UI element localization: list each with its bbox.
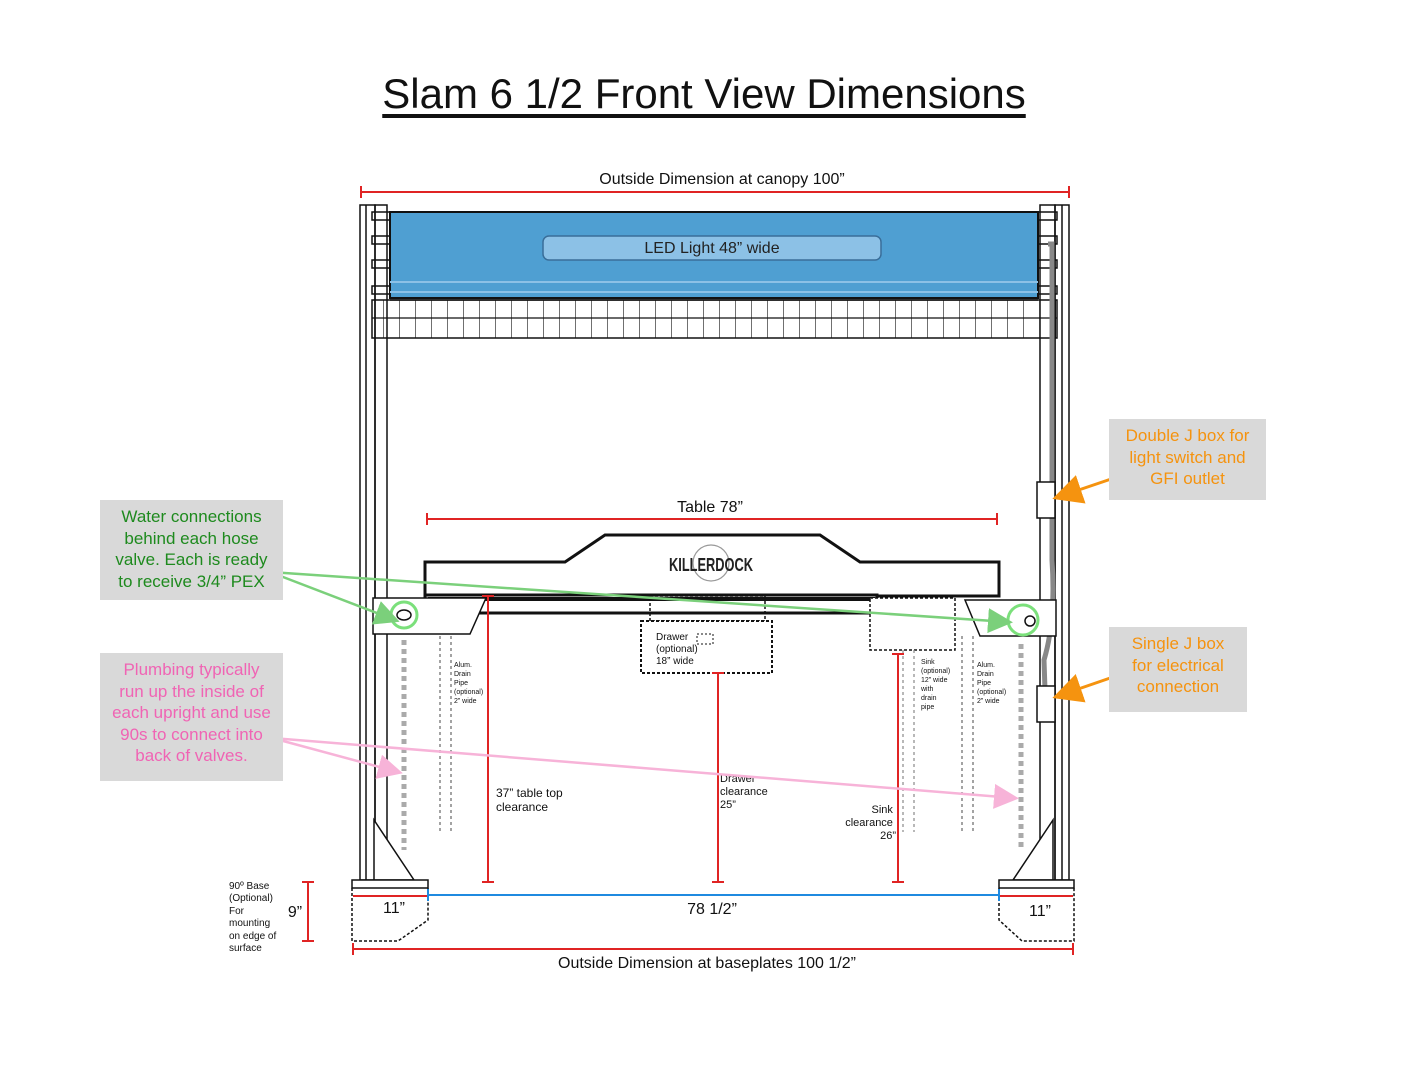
double-j-box [1036,481,1056,519]
sink-clearance-label-2: clearance [845,817,893,829]
svg-text:37” table top clearanc: 37” table top clearance [496,786,566,814]
water-line-1: Water connections [121,507,262,526]
water-connections-callout: Water connections behind each hose valve… [100,500,283,600]
table-clearance: 37” table top clearance [482,595,566,883]
base-note-3: For [229,906,245,917]
base-note-5: on edge of [229,931,276,942]
single-jbox-line-2: for electrical [1132,655,1224,675]
right-baseplate: 11” [998,879,1075,942]
left-valve-bracket [372,597,488,635]
double-jbox-line-1: Double J box for [1125,426,1250,445]
single-jbox-line-3: connection [1136,677,1220,696]
double-jbox-line-3: GFI outlet [1150,469,1225,488]
baseplate-dimension-label: Outside Dimension at baseplates 100 1/2” [558,955,856,972]
plumbing-callout: Plumbing typically run up the inside of … [100,653,283,781]
sink: Sink (optional) 12” wide with drain pipe [869,597,956,832]
right-drain-label-2: Drain [977,671,994,678]
double-j-box-callout: Double J box for light switch and GFI ou… [1109,419,1266,500]
sink-label-3: 12” wide [921,677,948,684]
svg-text:Drawer (optional): Drawer (optional) 18” wide [656,632,700,667]
svg-text:Alum. Drain Pi: Alum. Drain Pipe (optional) 2” wide [454,662,485,705]
sink-label-2: (optional) [921,668,950,675]
right-drain-label-5: 2” wide [977,698,1000,705]
drawer-clearance-label-3: 25” [720,799,736,811]
left-drain-label-1: Alum. [454,662,472,669]
left-drain-label-4: (optional) [454,689,483,696]
brand-logo-mark [692,544,730,582]
left-gusset [373,817,416,881]
left-drain-label-3: Pipe [454,680,468,687]
right-drain-label-4: (optional) [977,689,1006,696]
canopy-dimension: Outside Dimension at canopy 100” [360,171,1070,198]
plumbing-line-5: back of valves. [135,746,248,765]
plumbing-line-3: each upright and use [112,703,271,722]
single-j-box-callout: Single J box for electrical connection [1109,627,1247,712]
water-line-4: to receive 3/4” PEX [118,571,265,591]
baseplate-dimension: Outside Dimension at baseplates 100 1/2” [352,943,1074,972]
table-clearance-label-1: 37” table top [496,786,563,800]
drawer-clearance-label-2: clearance [720,786,768,798]
single-j-box [1036,685,1056,723]
brand-logo: KILLERDOCK [669,555,753,575]
right-drain-label-1: Alum. [977,662,995,669]
svg-text:Alum. Drain Pi: Alum. Drain Pipe (optional) 2” wide [977,662,1008,705]
table-clearance-label-2: clearance [496,800,548,814]
water-line-2: behind each hose [124,528,259,548]
plumbing-line-1: Plumbing typically [123,660,260,679]
svg-text:Sink (optional): Sink (optional) 12” wide with drain pipe [920,659,952,711]
plumbing-line-4: 90s to connect into [120,724,263,744]
left-drain-label-5: 2” wide [454,698,477,705]
left-base-width: 11” [383,900,405,917]
inner-span-label: 78 1/2” [687,901,737,918]
svg-text:Sink clearance: Sink clearance 26” [845,804,896,842]
sink-clearance-label-1: Sink [872,804,894,816]
inner-span-dimension: 78 1/2” [427,889,1000,918]
table-dimension: Table 78” [426,499,998,525]
right-valve-bracket [963,599,1057,637]
canopy-dimension-label: Outside Dimension at canopy 100” [599,171,844,188]
drawer-label-1: Drawer [656,632,689,643]
sink-label-4: with [920,686,934,693]
left-drain-label-2: Drain [454,671,471,678]
right-drain-label-3: Pipe [977,680,991,687]
canopy-light-panel: LED Light 48” wide [389,211,1039,301]
water-line-3: valve. Each is ready [115,550,268,569]
right-hose-valve-icon [1006,603,1040,637]
sink-label-1: Sink [921,659,935,666]
canopy-grid [371,299,1058,339]
table-top: KILLERDOCK [423,533,1001,615]
table-dimension-label: Table 78” [677,499,743,516]
left-drain-pipe: Alum. Drain Pipe (optional) 2” wide [439,636,485,832]
base-note-6: surface [229,943,262,954]
single-jbox-line-1: Single J box [1131,634,1225,653]
callout-arrows [269,474,1121,809]
right-drain-pipe: Alum. Drain Pipe (optional) 2” wide [961,636,1008,832]
base-height-dimension: 9” [288,881,314,942]
base-note-4: mounting [229,918,270,929]
drawer: Drawer (optional) 18” wide [640,595,773,674]
sink-clearance-label-3: 26” [880,830,896,842]
left-baseplate: 11” [351,879,429,942]
right-base-width: 11” [1029,903,1051,920]
base-height-label: 9” [288,904,302,921]
page-title: Slam 6 1/2 Front View Dimensions [382,70,1026,117]
double-jbox-line-2: light switch and [1129,447,1246,467]
led-light-bar [542,235,882,261]
drawer-label-3: 18” wide [656,656,694,667]
base-note-2: (Optional) [229,893,273,904]
sink-label-5: drain [921,695,937,702]
left-hose-valve-icon [389,600,419,630]
base-note-1: 90º Base [229,881,270,892]
led-light-label: LED Light 48” wide [644,240,779,257]
sink-clearance: Sink clearance 26” [845,653,904,883]
sink-label-6: pipe [921,704,934,711]
drawer-label-2: (optional) [656,644,698,655]
base-note: 90º Base (Optional) For mounting on edge… [229,881,279,954]
plumbing-line-2: run up the inside of [119,681,264,701]
